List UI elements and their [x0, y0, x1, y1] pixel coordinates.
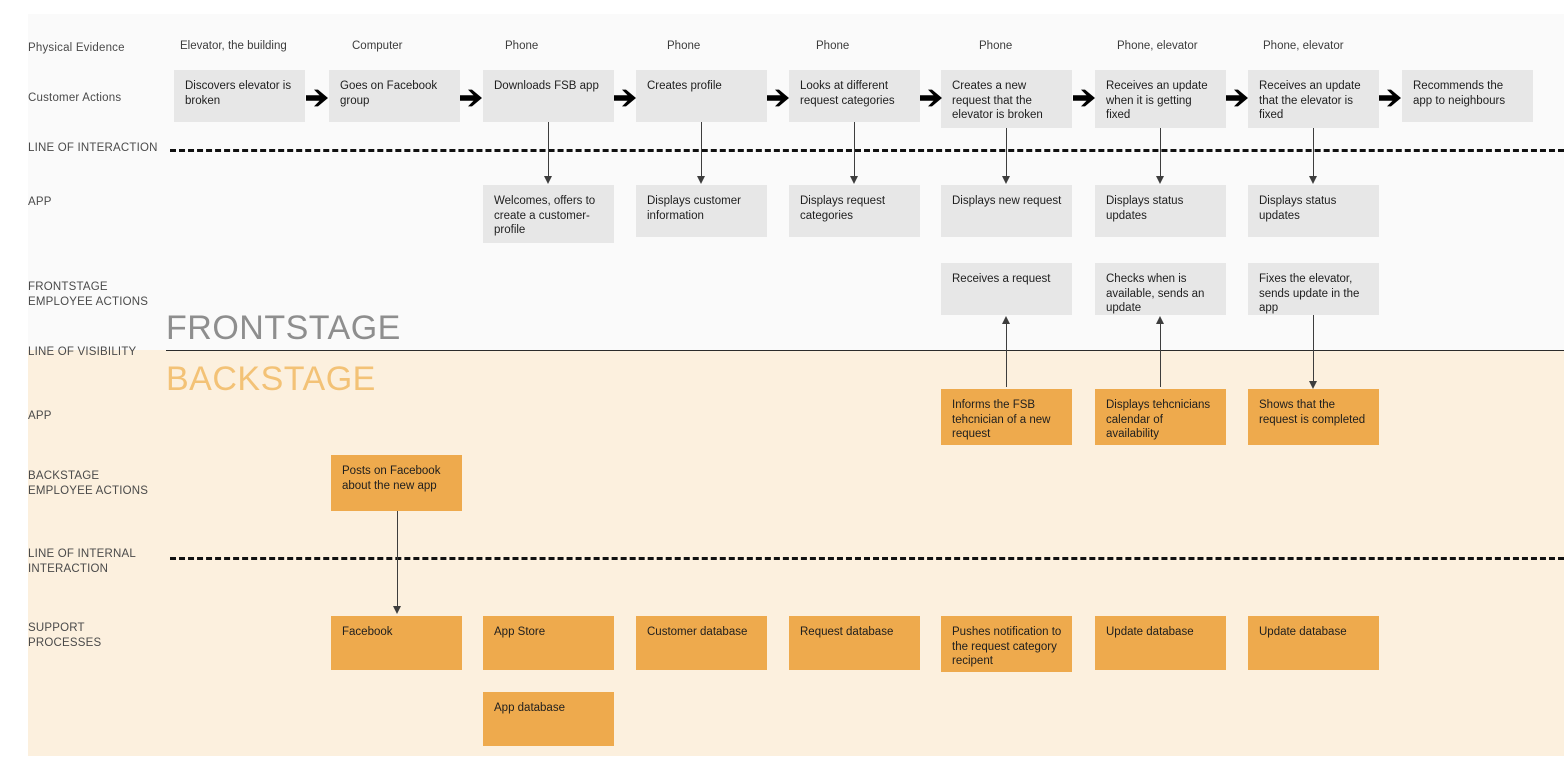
app-backstage-box-6[interactable]: Informs the FSB tehcnician of a new requ… — [941, 389, 1072, 445]
row-label-app-backstage: APP — [28, 410, 52, 422]
support-process-box-6[interactable]: Pushes notification to the request categ… — [941, 616, 1072, 672]
physical-evidence-3: Phone — [505, 40, 539, 52]
row-label-app-frontstage: APP — [28, 196, 52, 208]
connector-line-ca4-app4 — [701, 122, 702, 179]
physical-evidence-6: Phone — [979, 40, 1013, 52]
backstage-employee-box-2[interactable]: Posts on Facebook about the new app — [331, 455, 462, 511]
customer-action-box-7[interactable]: Receives an update when it is getting fi… — [1095, 70, 1226, 128]
customer-action-box-5[interactable]: Looks at different request categories — [789, 70, 920, 122]
row-label-customer-actions: Customer Actions — [28, 92, 122, 104]
frontstage-employee-box-6[interactable]: Receives a request — [941, 263, 1072, 315]
connector-line-bs2-support2 — [397, 511, 398, 611]
app-frontstage-box-3[interactable]: Welcomes, offers to create a customer-pr… — [483, 185, 614, 243]
connector-line-ca5-app5 — [854, 122, 855, 179]
flow-arrow-8 — [1379, 89, 1405, 107]
connector-line-ca6-app6 — [1006, 128, 1007, 179]
connector-arrow-ca5-app5 — [850, 176, 858, 184]
physical-evidence-2: Computer — [352, 40, 403, 52]
physical-evidence-8: Phone, elevator — [1263, 40, 1344, 52]
physical-evidence-4: Phone — [667, 40, 701, 52]
physical-evidence-1: Elevator, the building — [180, 40, 287, 52]
support-process-box-7[interactable]: Update database — [1095, 616, 1226, 670]
app-frontstage-box-5[interactable]: Displays request categories — [789, 185, 920, 237]
row-label-line-of-interaction: LINE OF INTERACTION — [28, 142, 158, 154]
row-label-support-processes: SUPPORT PROCESSES — [28, 622, 102, 649]
customer-action-box-6[interactable]: Creates a new request that the elevator … — [941, 70, 1072, 128]
frontstage-employee-box-7[interactable]: Checks when is available, sends an updat… — [1095, 263, 1226, 315]
flow-arrow-5 — [920, 89, 946, 107]
support-process-secondary-box-3[interactable]: App database — [483, 692, 614, 746]
support-process-box-4[interactable]: Customer database — [636, 616, 767, 670]
connector-line-ca3-app3 — [548, 122, 549, 179]
watermark-backstage: BACKSTAGE — [166, 360, 376, 398]
customer-action-box-9[interactable]: Recommends the app to neighbours — [1402, 70, 1533, 122]
flow-arrow-2 — [460, 89, 486, 107]
flow-arrow-6 — [1073, 89, 1099, 107]
frontstage-employee-box-8[interactable]: Fixes the elevator, sends update in the … — [1248, 263, 1379, 315]
connector-arrow-ca8-app8 — [1309, 176, 1317, 184]
physical-evidence-5: Phone — [816, 40, 850, 52]
support-process-box-8[interactable]: Update database — [1248, 616, 1379, 670]
row-label-physical-evidence: Physical Evidence — [28, 42, 125, 54]
customer-action-box-2[interactable]: Goes on Facebook group — [329, 70, 460, 122]
flow-arrow-7 — [1226, 89, 1252, 107]
app-frontstage-box-6[interactable]: Displays new request — [941, 185, 1072, 237]
connector-line-fs8-backapp8 — [1313, 315, 1314, 383]
support-process-box-3[interactable]: App Store — [483, 616, 614, 670]
connector-line-backapp7-fs7 — [1160, 322, 1161, 387]
flow-arrow-4 — [767, 89, 793, 107]
connector-arrow-backapp7-fs7 — [1156, 316, 1164, 324]
support-process-box-2[interactable]: Facebook — [331, 616, 462, 670]
support-process-box-5[interactable]: Request database — [789, 616, 920, 670]
connector-arrow-backapp6-fs6 — [1002, 316, 1010, 324]
app-frontstage-box-8[interactable]: Displays status updates — [1248, 185, 1379, 237]
row-label-frontstage-employee-actions: FRONTSTAGE EMPLOYEE ACTIONS — [28, 281, 149, 308]
row-label-line-of-internal-interaction: LINE OF INTERNAL INTERACTION — [28, 548, 136, 575]
watermark-frontstage: FRONTSTAGE — [166, 309, 401, 347]
connector-arrow-ca7-app7 — [1156, 176, 1164, 184]
connector-arrow-ca6-app6 — [1002, 176, 1010, 184]
connector-line-ca7-app7 — [1160, 128, 1161, 179]
connector-arrow-ca3-app3 — [544, 176, 552, 184]
flow-arrow-3 — [614, 89, 640, 107]
customer-action-box-4[interactable]: Creates profile — [636, 70, 767, 122]
customer-action-box-8[interactable]: Receives an update that the elevator is … — [1248, 70, 1379, 128]
app-frontstage-box-7[interactable]: Displays status updates — [1095, 185, 1226, 237]
connector-line-backapp6-fs6 — [1006, 322, 1007, 387]
row-label-backstage-employee-actions: BACKSTAGE EMPLOYEE ACTIONS — [28, 470, 149, 497]
app-backstage-box-7[interactable]: Displays tehcnicians calendar of availab… — [1095, 389, 1226, 445]
customer-action-box-1[interactable]: Discovers elevator is broken — [174, 70, 305, 122]
connector-arrow-bs2-support2 — [393, 606, 401, 614]
app-frontstage-box-4[interactable]: Displays customer information — [636, 185, 767, 237]
connector-line-ca8-app8 — [1313, 128, 1314, 179]
connector-arrow-fs8-backapp8 — [1309, 381, 1317, 389]
flow-arrow-1 — [306, 89, 332, 107]
line-of-interaction-rule — [170, 149, 1564, 152]
line-of-visibility-rule — [166, 350, 1564, 351]
row-label-line-of-visibility: LINE OF VISIBILITY — [28, 346, 137, 358]
app-backstage-box-8[interactable]: Shows that the request is completed — [1248, 389, 1379, 445]
physical-evidence-7: Phone, elevator — [1117, 40, 1198, 52]
line-of-internal-interaction-rule — [170, 557, 1564, 560]
connector-arrow-ca4-app4 — [697, 176, 705, 184]
customer-action-box-3[interactable]: Downloads FSB app — [483, 70, 614, 122]
